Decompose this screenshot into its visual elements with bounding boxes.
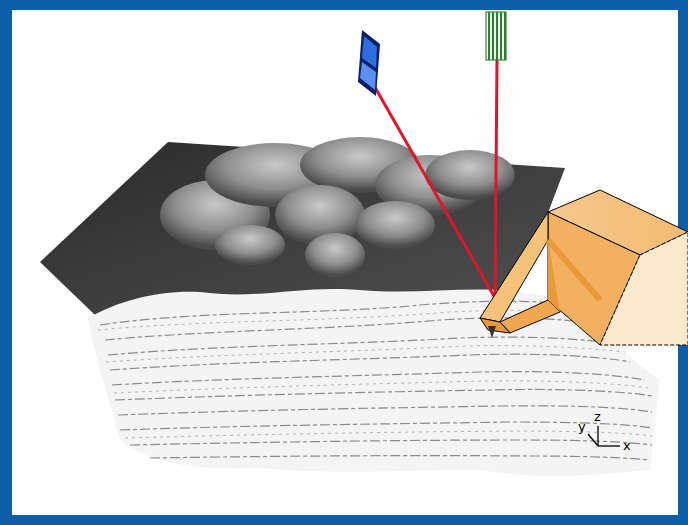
cantilever bbox=[480, 190, 688, 345]
axis-label: y bbox=[578, 420, 586, 433]
axis-label: x bbox=[623, 439, 631, 452]
axis-label: z bbox=[594, 410, 601, 423]
photodetector bbox=[358, 30, 380, 96]
reflected-beam bbox=[372, 82, 495, 298]
axis-triad bbox=[588, 426, 620, 446]
laser-source bbox=[486, 12, 506, 60]
topography bbox=[160, 137, 515, 277]
laser-beam bbox=[495, 60, 497, 298]
